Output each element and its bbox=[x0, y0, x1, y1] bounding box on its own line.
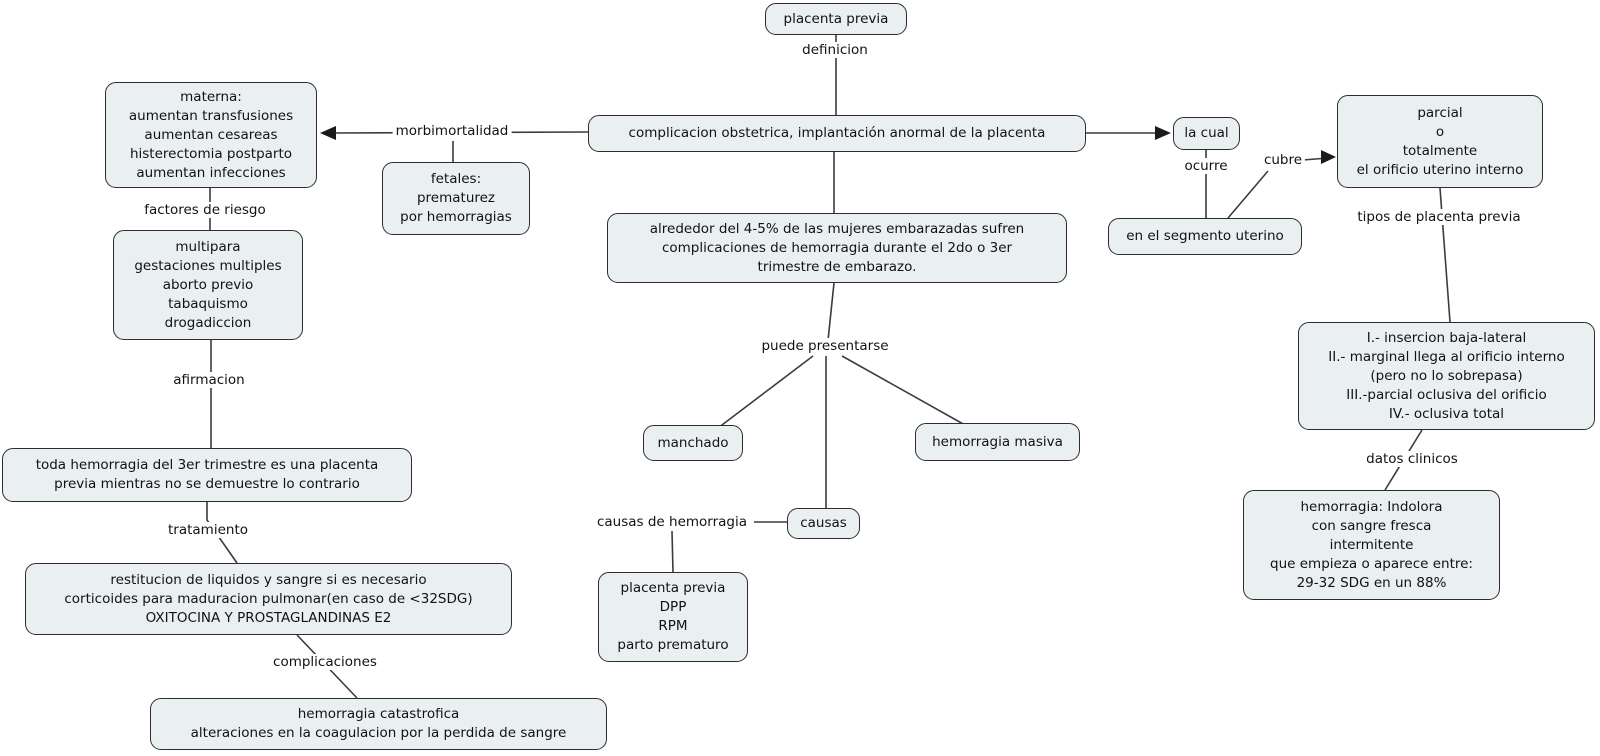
node-text: IV.- oclusiva total bbox=[1388, 405, 1505, 422]
node-text: aumentan infecciones bbox=[136, 164, 286, 181]
node-text: alrededor del 4-5% de las mujeres embara… bbox=[649, 220, 1025, 237]
edge-fan-manchado bbox=[717, 355, 814, 429]
node-text: I.- insercion baja-lateral bbox=[1366, 329, 1527, 346]
node-text: que empieza o aparece entre: bbox=[1270, 555, 1473, 572]
node-text: parcial bbox=[1417, 104, 1463, 121]
node-text: complicaciones de hemorragia durante el … bbox=[661, 239, 1013, 256]
node-text: toda hemorragia del 3er trimestre es una… bbox=[35, 457, 379, 473]
node-morbimortalidad-materna[interactable]: materna: aumentan transfusiones aumentan… bbox=[105, 82, 317, 188]
node-text: DPP bbox=[659, 599, 687, 615]
edge-fan-masiva bbox=[841, 355, 966, 426]
node-placenta-previa[interactable]: placenta previa bbox=[765, 3, 907, 35]
node-text: histerectomia postparto bbox=[129, 145, 293, 162]
node-text: II.- marginal llega al orificio interno bbox=[1328, 348, 1565, 365]
link-label-cubre[interactable]: cubre bbox=[1260, 152, 1306, 168]
link-label-causas-de-hemorragia[interactable]: causas de hemorragia bbox=[593, 514, 751, 530]
node-text: complicacion obstetrica, implantación an… bbox=[628, 125, 1046, 141]
edge-tratamiento bbox=[206, 502, 238, 564]
node-text: OXITOCINA Y PROSTAGLANDINAS E2 bbox=[145, 609, 392, 626]
link-label-datos-clinicos[interactable]: datos clinicos bbox=[1363, 451, 1461, 467]
node-tipos-lista[interactable]: I.- insercion baja-lateral II.- marginal… bbox=[1298, 322, 1595, 430]
node-text: o bbox=[1435, 123, 1445, 140]
node-text: trimestre de embarazo. bbox=[757, 258, 917, 275]
link-label-factores-de-riesgo[interactable]: factores de riesgo bbox=[141, 202, 269, 218]
link-label-puede-presentarse[interactable]: puede presentarse bbox=[758, 338, 892, 354]
node-text: la cual bbox=[1184, 125, 1229, 141]
node-text: aumentan transfusiones bbox=[128, 107, 294, 124]
node-hemorragia-masiva[interactable]: hemorragia masiva bbox=[915, 423, 1080, 461]
node-text: multipara bbox=[175, 238, 241, 255]
node-complicaciones[interactable]: hemorragia catastrofica alteraciones en … bbox=[150, 698, 607, 750]
link-label-definicion[interactable]: definicion bbox=[799, 42, 871, 58]
node-la-cual[interactable]: la cual bbox=[1173, 117, 1240, 150]
node-text: totalmente bbox=[1402, 142, 1478, 159]
link-label-ocurre[interactable]: ocurre bbox=[1181, 158, 1231, 174]
node-causas[interactable]: causas bbox=[787, 508, 860, 539]
node-text: materna: bbox=[180, 88, 242, 105]
node-text: por hemorragias bbox=[400, 209, 512, 225]
node-text: aborto previo bbox=[162, 276, 254, 293]
node-text: hemorragia masiva bbox=[932, 433, 1063, 450]
node-text: placenta previa bbox=[620, 580, 726, 596]
node-text: intermitente bbox=[1329, 536, 1414, 553]
node-text: prematurez bbox=[416, 190, 496, 206]
node-text: (pero no lo sobrepasa) bbox=[1370, 367, 1523, 384]
link-label-morbimortalidad[interactable]: morbimortalidad bbox=[392, 123, 512, 139]
link-label-afirmacion[interactable]: afirmacion bbox=[170, 372, 248, 388]
node-text: en el segmento uterino bbox=[1126, 228, 1284, 244]
node-datos-clinicos[interactable]: hemorragia: Indolora con sangre fresca i… bbox=[1243, 490, 1500, 600]
node-segmento-uterino[interactable]: en el segmento uterino bbox=[1108, 218, 1302, 255]
node-text: 29-32 SDG en un 88% bbox=[1296, 574, 1447, 591]
node-orificio-uterino[interactable]: parcial o totalmente el orificio uterino… bbox=[1337, 95, 1543, 188]
node-text: hemorragia catastrofica bbox=[297, 706, 460, 722]
node-text: causas bbox=[800, 515, 847, 531]
node-text: parto prematuro bbox=[617, 637, 729, 653]
node-text: placenta previa bbox=[783, 10, 889, 27]
node-text: drogadiccion bbox=[164, 314, 252, 331]
link-label-tratamiento[interactable]: tratamiento bbox=[165, 522, 251, 538]
link-label-complicaciones[interactable]: complicaciones bbox=[270, 654, 380, 670]
node-text: el orificio uterino interno bbox=[1356, 161, 1524, 178]
arrowhead-la-cual bbox=[1155, 126, 1171, 140]
node-text: alteraciones en la coagulacion por la pe… bbox=[190, 725, 567, 741]
node-text: III.-parcial oclusiva del orificio bbox=[1346, 386, 1547, 403]
arrowhead-materna bbox=[320, 126, 336, 140]
node-text: aumentan cesareas bbox=[144, 126, 278, 143]
node-text: previa mientras no se demuestre lo contr… bbox=[54, 476, 360, 492]
node-text: hemorragia: Indolora bbox=[1300, 498, 1443, 515]
node-afirmacion[interactable]: toda hemorragia del 3er trimestre es una… bbox=[2, 448, 412, 502]
node-text: fetales: bbox=[430, 171, 482, 187]
node-causas-lista[interactable]: placenta previa DPP RPM parto prematuro bbox=[598, 572, 748, 662]
node-text: restitucion de liquidos y sangre si es n… bbox=[110, 571, 427, 588]
node-tratamiento[interactable]: restitucion de liquidos y sangre si es n… bbox=[25, 563, 512, 635]
node-factores-de-riesgo[interactable]: multipara gestaciones multiples aborto p… bbox=[113, 230, 303, 340]
node-complicacion-obstetrica[interactable]: complicacion obstetrica, implantación an… bbox=[588, 115, 1086, 152]
arrowhead-orificio bbox=[1321, 150, 1336, 164]
node-morbimortalidad-fetales[interactable]: fetales: prematurez por hemorragias bbox=[382, 162, 530, 235]
edge-cubre-from-segmento bbox=[1227, 170, 1269, 219]
node-text: gestaciones multiples bbox=[134, 257, 282, 274]
node-manchado[interactable]: manchado bbox=[643, 425, 743, 461]
node-text: con sangre fresca bbox=[1311, 517, 1432, 534]
edge-causas-lista bbox=[671, 530, 674, 573]
link-label-tipos-de-placenta-previa[interactable]: tipos de placenta previa bbox=[1354, 209, 1524, 225]
node-text: corticoides para maduracion pulmonar(en … bbox=[64, 590, 473, 607]
node-text: manchado bbox=[657, 434, 729, 451]
node-estadistica[interactable]: alrededor del 4-5% de las mujeres embara… bbox=[607, 213, 1067, 283]
node-text: tabaquismo bbox=[168, 295, 248, 312]
node-text: RPM bbox=[658, 618, 688, 634]
